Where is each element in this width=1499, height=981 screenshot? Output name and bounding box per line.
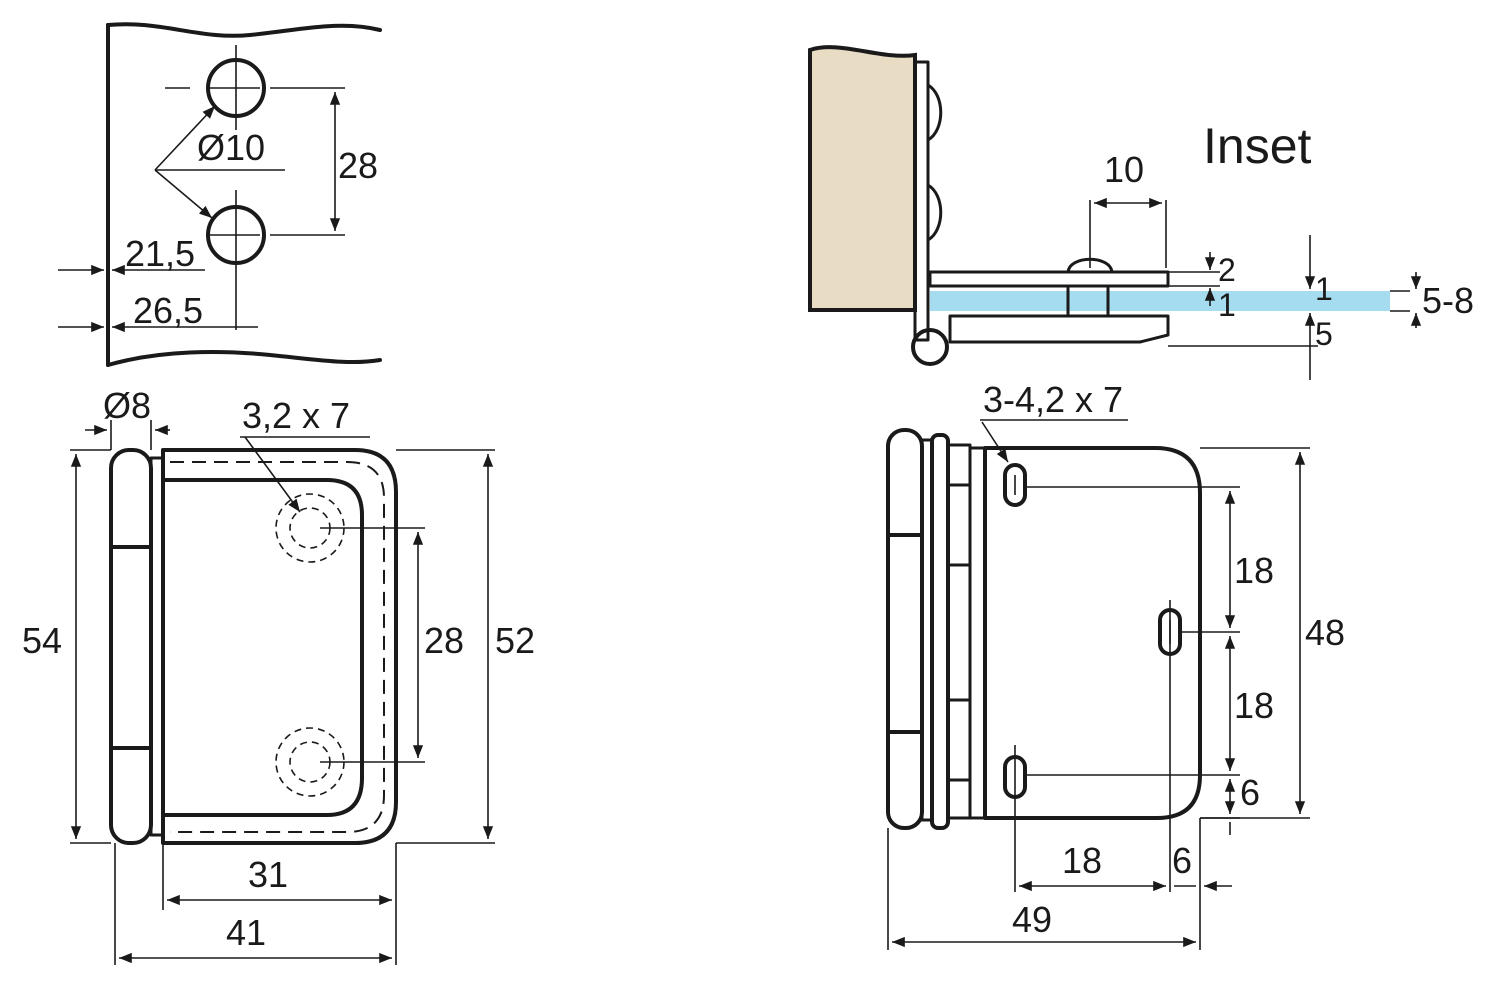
bottom-offset-back-label: 6 [1240, 772, 1260, 813]
bottom-right-back-view: 3-4,2 x 7 18 18 6 48 18 6 49 [886, 379, 1345, 950]
glass-panel [930, 291, 1390, 311]
pin-barrel [109, 448, 153, 845]
glass-gap-label: 1 [1315, 271, 1333, 307]
pin-knuckle [911, 328, 949, 366]
clamp-plate [161, 448, 398, 845]
width-total-label: 41 [226, 912, 266, 953]
hole-spacing-label: 28 [338, 145, 378, 186]
top-left-hole-layout: Ø10 28 21,5 26,5 [58, 22, 382, 367]
height-plate-label: 52 [495, 620, 535, 661]
hole-spacing-front-label: 28 [424, 620, 464, 661]
slot-size-label: 3,2 x 7 [242, 395, 350, 436]
pin-barrel-back [886, 428, 924, 830]
width-inner-label: 31 [248, 854, 288, 895]
offset-near-label: 21,5 [125, 233, 195, 274]
inset-title: Inset [1203, 118, 1312, 174]
bottom-left-front-view: Ø8 3,2 x 7 54 52 28 31 41 [22, 385, 535, 965]
bottom-offset-label: 5 [1315, 316, 1333, 352]
top-right-inset-section: Inset 10 2 1 1 5 5-8 [808, 45, 1474, 380]
gap-label: 1 [1218, 287, 1236, 323]
wall [808, 45, 917, 312]
pin-diameter-label: Ø8 [103, 385, 151, 426]
offset-far-label: 26,5 [133, 290, 203, 331]
glass-thickness-label: 5-8 [1422, 280, 1474, 321]
spacing-upper-label: 18 [1234, 550, 1274, 591]
spacing-lower-label: 18 [1234, 685, 1274, 726]
horizontal-spacing-label: 18 [1062, 840, 1102, 881]
height-back-label: 48 [1305, 612, 1345, 653]
knuckle-width-label: 10 [1104, 149, 1144, 190]
slot-size-back-label: 3-4,2 x 7 [983, 379, 1123, 420]
edge-offset-label: 6 [1172, 840, 1192, 881]
height-total-label: 54 [22, 620, 62, 661]
plate-thickness-label: 2 [1218, 252, 1236, 288]
slot-upper [1003, 463, 1027, 507]
width-back-label: 49 [1012, 899, 1052, 940]
hole-diameter-label: Ø10 [197, 127, 265, 168]
